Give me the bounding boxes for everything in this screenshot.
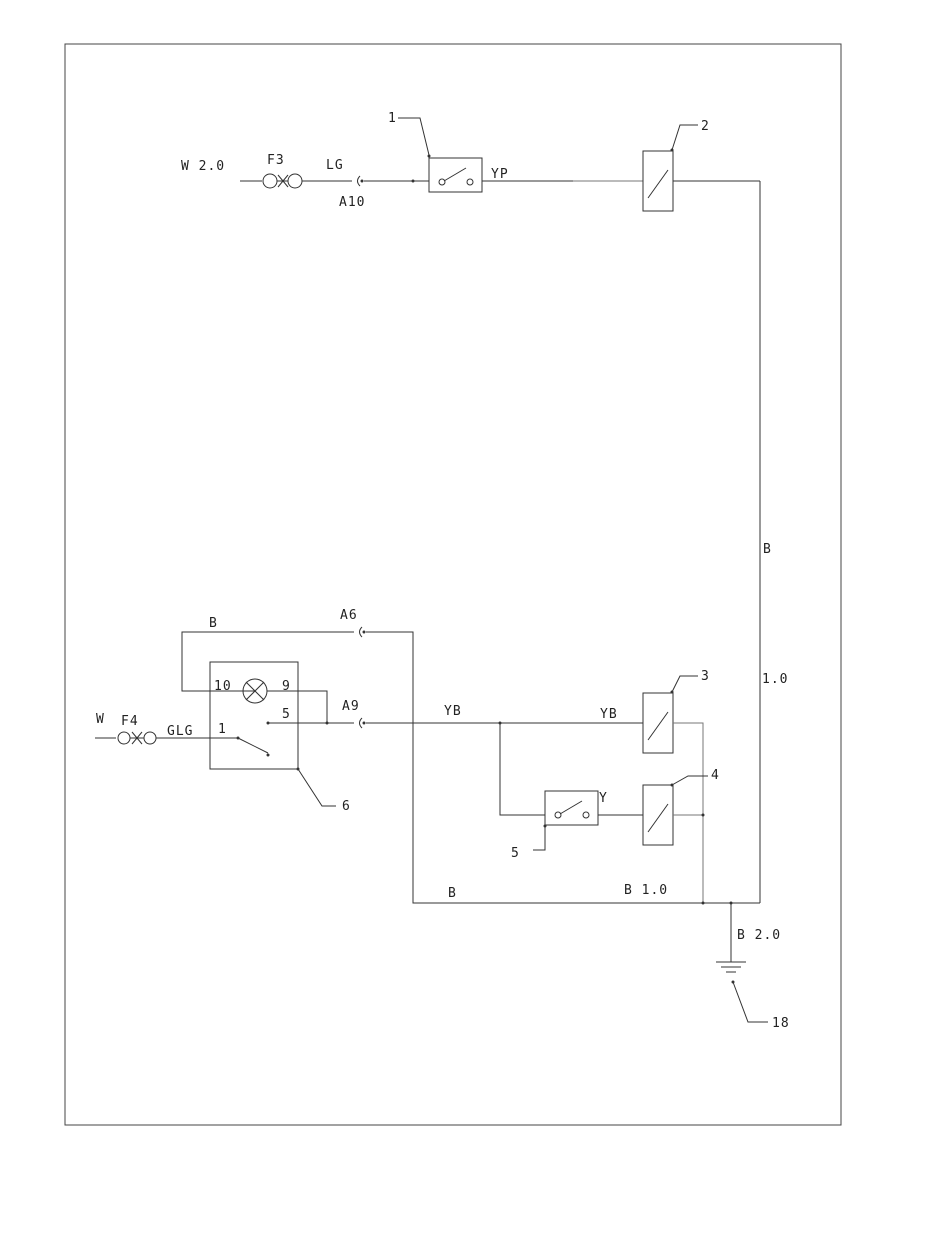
- feed-bottom-label: W: [96, 712, 105, 727]
- relay-coil-2: [643, 151, 673, 211]
- wire-lg-label: LG: [326, 158, 344, 173]
- pin-10-label: 10: [214, 679, 232, 694]
- wire-yp-label: YP: [491, 167, 509, 182]
- connector-a9-label: A9: [342, 699, 360, 714]
- connector-a6-symbol: [360, 627, 363, 637]
- callout-6-label: 6: [342, 799, 351, 814]
- bottom-circuit: [95, 627, 768, 1022]
- wire-b-loop-label: B: [209, 616, 218, 631]
- fuse-f3-label: F3: [267, 153, 285, 168]
- relay-coil-4: [643, 785, 673, 845]
- callout-1-label: 1: [388, 111, 397, 126]
- pin-1-label: 1: [218, 722, 227, 737]
- connector-a10-label: A10: [339, 195, 365, 210]
- wire-b-bottom-label: B: [448, 886, 457, 901]
- callout-4-label: 4: [711, 768, 720, 783]
- callout-2-label: 2: [701, 119, 710, 134]
- switch-1: [429, 158, 482, 192]
- relay-coil-3: [643, 693, 673, 753]
- wire-yb-right-label: YB: [600, 707, 618, 722]
- fuse-f4-symbol: [118, 732, 156, 744]
- wire-y-label: Y: [599, 791, 608, 806]
- connector-a9-symbol: [360, 718, 363, 728]
- callout-5-label: 5: [511, 846, 520, 861]
- fuse-f4-label: F4: [121, 714, 139, 729]
- wire-b20-label: B 2.0: [737, 928, 781, 943]
- pin-5-label: 5: [282, 707, 291, 722]
- wire-b10-label: B 1.0: [624, 883, 668, 898]
- fuse-f3-symbol: [263, 174, 302, 188]
- pin-9-label: 9: [282, 679, 291, 694]
- feed-top-label: W 2.0: [181, 159, 225, 174]
- top-circuit: [240, 118, 760, 211]
- callout-18-label: 18: [772, 1016, 790, 1031]
- diagram-frame: [65, 44, 841, 1125]
- wire-yb-main-label: YB: [444, 704, 462, 719]
- switch-5: [545, 791, 598, 825]
- callout-3-label: 3: [701, 669, 710, 684]
- connector-a6-label: A6: [340, 608, 358, 623]
- wire-b-right-label: B: [763, 542, 772, 557]
- wire-glg-label: GLG: [167, 724, 193, 739]
- connector-a10-symbol: [358, 176, 361, 186]
- wire-size-right-label: 1.0: [762, 672, 788, 687]
